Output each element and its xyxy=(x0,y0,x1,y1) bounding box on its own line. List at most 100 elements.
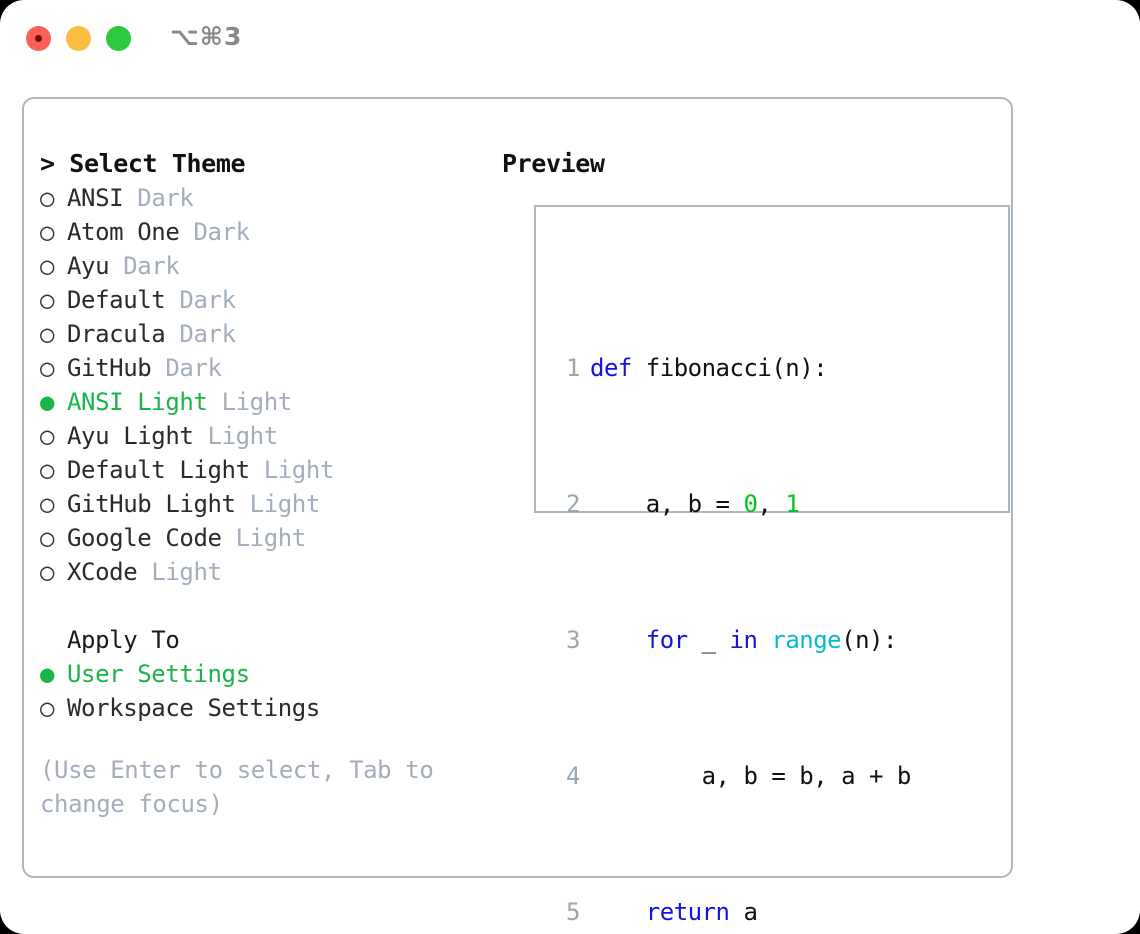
theme-list-item-selected[interactable]: ●ANSI Light Light xyxy=(40,385,490,419)
theme-kind xyxy=(222,521,236,555)
code-token: fibonacci(n): xyxy=(631,354,828,382)
theme-list-item[interactable]: ○ GitHub Light Light xyxy=(40,487,490,521)
theme-list-item[interactable]: ○ Google Code Light xyxy=(40,521,490,555)
theme-kind xyxy=(250,453,264,487)
line-number: 1 xyxy=(566,354,580,382)
theme-list-item[interactable]: ○ Ayu Dark xyxy=(40,249,490,283)
preview-heading: Preview xyxy=(502,149,605,178)
theme-list-item[interactable]: ○ANSI Dark xyxy=(40,181,490,215)
radio-icon-selected[interactable]: ● xyxy=(40,388,55,416)
theme-picker-panel: > Select Theme ○ ANSI Dark ○ Atom One Dark… xyxy=(22,97,1013,926)
apply-to-label: User Settings xyxy=(67,660,250,688)
theme-kind-label: Dark xyxy=(165,354,222,382)
theme-kind-label: Dark xyxy=(179,286,236,314)
theme-kind xyxy=(137,555,151,589)
line-number: 2 xyxy=(566,490,580,518)
theme-list-item[interactable]: ○ Atom One Dark xyxy=(40,215,490,249)
preview-box: 1 def fibonacci(n): 2 a, b = 0, 1 3 for _… xyxy=(534,205,1010,926)
theme-name: Ayu Light xyxy=(67,422,194,450)
theme-name: Default Light xyxy=(67,456,250,484)
apply-to-item-selected[interactable]: ● User Settings xyxy=(40,657,490,691)
code-token: , xyxy=(757,490,786,518)
theme-kind xyxy=(165,317,179,351)
code-line: 2 a, b = 0, 1 xyxy=(552,487,953,521)
theme-list-item[interactable]: ○Dracula Dark xyxy=(40,317,490,351)
code-token: a xyxy=(729,898,758,926)
theme-list-item[interactable]: ○ Default Dark xyxy=(40,283,490,317)
theme-name: ANSI xyxy=(67,184,124,212)
theme-name: Ayu xyxy=(67,252,110,280)
code-line: 3 for _ in range(n): xyxy=(552,623,953,657)
theme-name: GitHub Light xyxy=(67,490,236,518)
radio-icon[interactable]: ○ xyxy=(40,252,55,280)
code-token: 0 xyxy=(743,490,758,518)
select-theme-heading: > Select Theme xyxy=(40,149,246,178)
apply-to-list[interactable]: ● User Settings ○ Workspace Settings xyxy=(40,657,490,725)
theme-kind-label: Light xyxy=(221,388,293,416)
radio-icon[interactable]: ○ xyxy=(40,694,55,722)
theme-list-item[interactable]: ○ GitHub Dark xyxy=(40,351,490,385)
code-line: 5 return a xyxy=(552,895,953,929)
apply-to-label: Workspace Settings xyxy=(67,694,320,722)
theme-list-item[interactable]: ○ Default Light Light xyxy=(40,453,490,487)
theme-name: Default xyxy=(67,286,166,314)
theme-kind-label: Light xyxy=(207,422,279,450)
theme-kind xyxy=(151,351,165,385)
theme-kind xyxy=(179,215,193,249)
maximize-window-button[interactable] xyxy=(106,26,131,51)
theme-name: Google Code xyxy=(67,524,222,552)
radio-icon[interactable]: ○ xyxy=(40,354,55,382)
apply-to-item[interactable]: ○ Workspace Settings xyxy=(40,691,490,725)
traffic-light-buttons xyxy=(26,26,131,51)
code-line: 1 def fibonacci(n): xyxy=(552,351,953,385)
theme-kind xyxy=(236,487,250,521)
theme-kind xyxy=(109,249,123,283)
theme-name: Dracula xyxy=(67,320,166,348)
code-token: for xyxy=(645,626,688,654)
radio-icon[interactable]: ○ xyxy=(40,524,55,552)
theme-name: GitHub xyxy=(67,354,152,382)
radio-icon[interactable]: ○ xyxy=(40,320,55,348)
preview-column: Preview 1 def fibonacci(n): 2 a, b = 0, 1… xyxy=(502,147,1010,926)
code-token: (n): xyxy=(841,626,897,654)
code-token: return xyxy=(645,898,730,926)
radio-icon[interactable]: ○ xyxy=(40,558,55,586)
radio-icon-selected[interactable]: ● xyxy=(40,660,55,688)
theme-kind-label: Light xyxy=(249,490,321,518)
radio-icon[interactable]: ○ xyxy=(40,286,55,314)
code-preview: 1 def fibonacci(n): 2 a, b = 0, 1 3 for _… xyxy=(552,249,953,934)
code-token: _ xyxy=(687,626,730,654)
code-token: in xyxy=(729,626,758,654)
radio-icon[interactable]: ○ xyxy=(40,218,55,246)
theme-list-item[interactable]: ○ Ayu Light Light xyxy=(40,419,490,453)
code-token: 1 xyxy=(785,490,800,518)
code-token: a, b = b, a + b xyxy=(590,762,912,790)
code-token: a, b = xyxy=(590,490,744,518)
keyboard-hint-text: (Use Enter to select, Tab to change focu… xyxy=(40,756,448,818)
theme-kind-label: Light xyxy=(263,456,335,484)
minimize-window-button[interactable] xyxy=(66,26,91,51)
theme-kind xyxy=(165,283,179,317)
radio-icon[interactable]: ○ xyxy=(40,490,55,518)
theme-kind xyxy=(193,419,207,453)
radio-icon[interactable]: ○ xyxy=(40,184,55,212)
radio-icon[interactable]: ○ xyxy=(40,422,55,450)
theme-name: XCode xyxy=(67,558,138,586)
theme-kind-label: Dark xyxy=(123,252,180,280)
window-title-shortcut: ⌥⌘3 xyxy=(170,22,243,51)
theme-list[interactable]: ○ ANSI Dark ○ Atom One Dark ○ Ayu Dark ○ Def… xyxy=(40,181,490,589)
theme-kind-label: Light xyxy=(151,558,222,586)
code-line: 4 a, b = b, a + b xyxy=(552,759,953,793)
close-window-button[interactable] xyxy=(26,26,51,51)
theme-selection-column: > Select Theme ○ ANSI Dark ○ Atom One Dark… xyxy=(40,147,490,821)
theme-kind-label: Dark xyxy=(193,218,250,246)
spacer xyxy=(40,589,490,623)
code-token: def xyxy=(590,354,632,382)
apply-to-heading: Apply To xyxy=(67,626,180,654)
theme-kind-label: Light xyxy=(235,524,307,552)
radio-icon[interactable]: ○ xyxy=(40,456,55,484)
theme-name: Atom One xyxy=(67,218,180,246)
theme-list-item[interactable]: ○ XCode Light xyxy=(40,555,490,589)
code-token xyxy=(590,895,646,929)
